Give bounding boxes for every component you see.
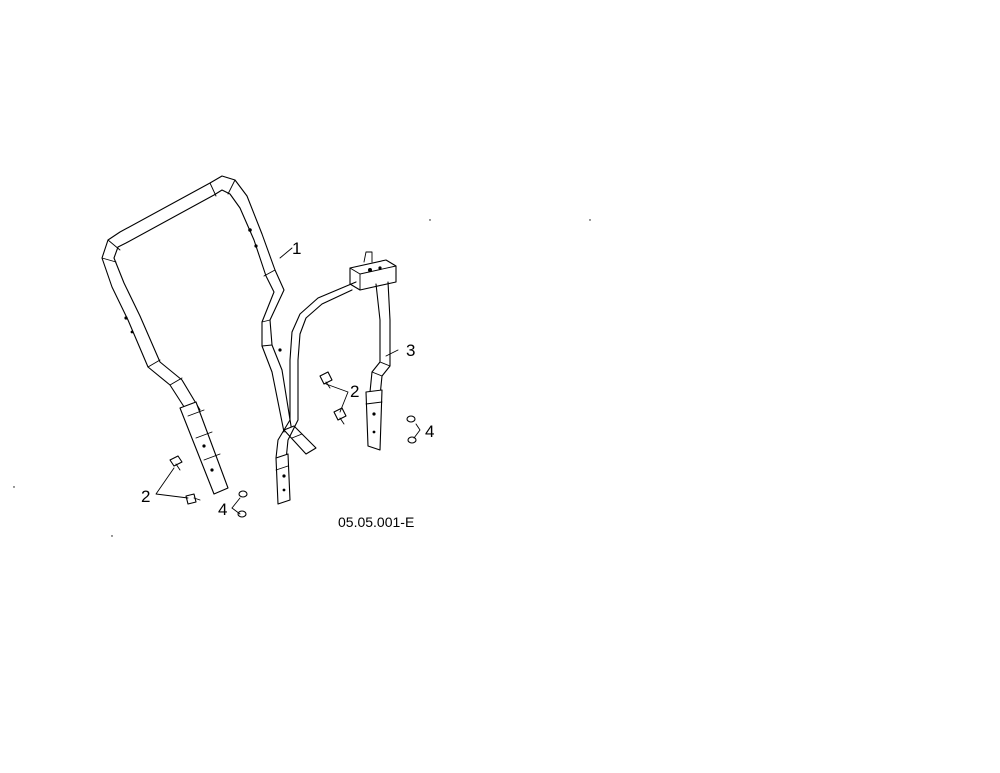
- callout-part-3: 3: [406, 341, 415, 360]
- part-2-bolts-middle: [319, 371, 347, 425]
- callout-part-1: 1: [292, 239, 301, 258]
- callout-part-2-middle: 2: [350, 382, 359, 401]
- callout-part-4-left: 4: [218, 500, 227, 519]
- drawing-code: 05.05.001-E: [338, 514, 414, 530]
- part-2-bolts-left: [169, 455, 201, 505]
- part-3-rear-frame: [275, 251, 397, 505]
- speck: [429, 219, 431, 221]
- part-4-nuts-right: [406, 415, 417, 444]
- callout-part-4-right: 4: [425, 422, 434, 441]
- callout-part-2-left: 2: [141, 487, 150, 506]
- part-4-nuts-left: [237, 490, 248, 518]
- speck: [13, 486, 15, 488]
- part-1-front-frame: [101, 175, 317, 495]
- speck: [589, 219, 591, 221]
- speck: [111, 535, 113, 537]
- leader-lines: [155, 247, 421, 515]
